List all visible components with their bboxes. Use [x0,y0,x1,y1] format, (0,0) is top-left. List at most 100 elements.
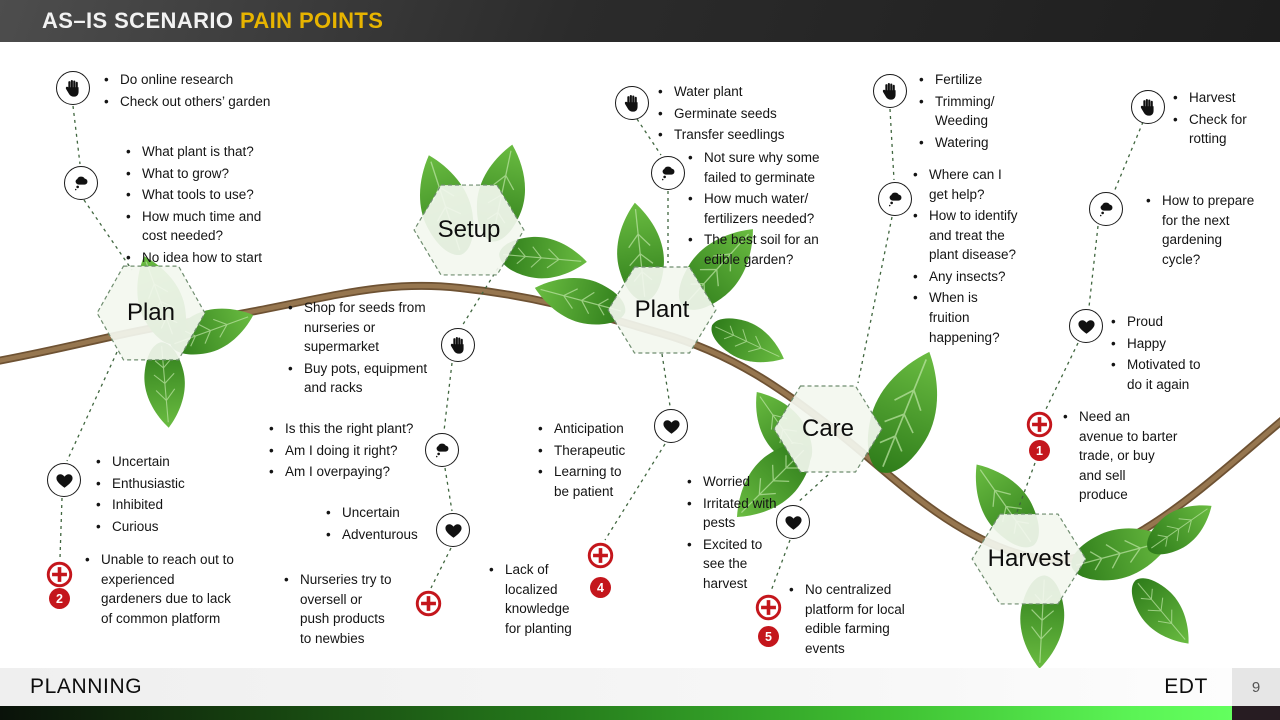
bullet-item: The best soil for an edible garden? [687,230,837,269]
plant-feelings-list: AnticipationTherapeuticLearning to be pa… [537,419,637,501]
care-pain-list: No centralized platform for local edible… [788,580,906,658]
thought-bubble-icon [425,433,459,467]
plan-thoughts-list: What plant is that?What to grow?What too… [125,142,277,267]
bullet-item: Watering [918,133,1010,153]
stage-hexagon-care: Care [773,385,883,473]
setup-actions-list: Shop for seeds from nurseries or superma… [287,298,447,398]
bullet-item: Germinate seeds [657,104,807,124]
setup-feelings: UncertainAdventurous [325,503,435,546]
bullet-item: Need an avenue to barter trade, or buy a… [1062,407,1178,505]
bullet-item: Therapeutic [537,441,637,461]
bullet-item: Curious [95,517,215,537]
slide-footer-bar: PLANNING EDT [0,668,1232,706]
setup-actions: Shop for seeds from nurseries or superma… [287,298,447,400]
thought-bubble-icon [878,182,912,216]
setup-feelings-list: UncertainAdventurous [325,503,435,544]
footer-brand: EDT [1164,675,1208,698]
pain-number-badge: 2 [49,588,70,609]
bullet-item: When is fruition happening? [912,288,1020,347]
setup-pain-list: Nurseries try to oversell or push produc… [283,570,395,648]
stage-label-plant: Plant [634,296,690,323]
bullet-item: Check out others’ garden [103,92,293,112]
harvest-pain: Need an avenue to barter trade, or buy a… [1062,407,1178,507]
heart-icon [1069,309,1103,343]
bullet-item: Shop for seeds from nurseries or superma… [287,298,447,357]
bullet-item: Fertilize [918,70,1010,90]
bullet-item: Inhibited [95,495,215,515]
plant-pain-list: Lack of localized knowledge for planting [488,560,580,638]
heart-icon [436,513,470,547]
harvest-thoughts: How to prepare for the next gardening cy… [1145,191,1261,271]
pain-number-badge: 4 [590,577,611,598]
plan-pain-list: Unable to reach out to experienced garde… [84,550,234,628]
bullet-item: What plant is that? [125,142,277,162]
bullet-item: Proud [1110,312,1212,332]
thought-bubble-icon [651,156,685,190]
bullet-item: How to prepare for the next gardening cy… [1145,191,1261,269]
hand-icon [1131,90,1165,124]
bullet-item: Anticipation [537,419,637,439]
plant-thoughts: Not sure why some failed to germinateHow… [687,148,837,271]
bullet-item: Excited to see the harvest [686,535,781,594]
footer-strip-dark-segment [1232,706,1280,720]
stage-label-plan: Plan [126,299,176,326]
harvest-thoughts-list: How to prepare for the next gardening cy… [1145,191,1261,269]
thought-bubble-icon [64,166,98,200]
setup-pain: Nurseries try to oversell or push produc… [283,570,395,650]
harvest-actions-list: HarvestCheck for rotting [1172,88,1254,149]
medical-cross-icon [415,590,442,617]
bullet-item: Enthusiastic [95,474,215,494]
bullet-item: Harvest [1172,88,1254,108]
care-thoughts-list: Where can I get help?How to identify and… [912,165,1020,347]
bullet-item: Uncertain [325,503,435,523]
hand-icon [615,86,649,120]
care-actions: FertilizeTrimming/ WeedingWatering [918,70,1010,154]
bullet-item: Lack of localized knowledge for planting [488,560,580,638]
bullet-item: Nurseries try to oversell or push produc… [283,570,395,648]
medical-cross-icon [46,561,73,588]
bullet-item: Water plant [657,82,807,102]
harvest-pain-list: Need an avenue to barter trade, or buy a… [1062,407,1178,505]
bullet-item: What to grow? [125,164,277,184]
pain-number-badge: 5 [758,626,779,647]
care-feelings-list: WorriedIrritated with pestsExcited to se… [686,472,781,593]
stage-hexagon-setup: Setup [413,184,525,276]
stage-hexagon-harvest: Harvest [971,513,1087,605]
bullet-item: No idea how to start [125,248,277,268]
stage-hexagon-plan: Plan [96,265,206,361]
slide-title-main: AS–IS SCENARIO [42,8,240,33]
plant-feelings: AnticipationTherapeuticLearning to be pa… [537,419,637,503]
footer-green-strip [0,706,1232,720]
setup-thoughts-list: Is this the right plant?Am I doing it ri… [268,419,428,482]
plant-actions: Water plantGerminate seedsTransfer seedl… [657,82,807,147]
heart-icon [654,409,688,443]
care-thoughts: Where can I get help?How to identify and… [912,165,1020,349]
page-number: 9 [1232,668,1280,706]
plan-actions: Do online researchCheck out others’ gard… [103,70,293,113]
bullet-item: Check for rotting [1172,110,1254,149]
medical-cross-icon [1026,411,1053,438]
plan-feelings-list: UncertainEnthusiasticInhibitedCurious [95,452,215,536]
bullet-item: Adventurous [325,525,435,545]
slide-header-bar: AS–IS SCENARIO PAIN POINTS [0,0,1280,42]
bullet-item: Uncertain [95,452,215,472]
plant-pain: Lack of localized knowledge for planting [488,560,580,640]
hand-icon [873,74,907,108]
bullet-item: Worried [686,472,781,492]
bullet-item: No centralized platform for local edible… [788,580,906,658]
medical-cross-icon [587,542,614,569]
thought-bubble-icon [1089,192,1123,226]
heart-icon [47,463,81,497]
plan-feelings: UncertainEnthusiasticInhibitedCurious [95,452,215,538]
setup-thoughts: Is this the right plant?Am I doing it ri… [268,419,428,484]
bullet-item: Motivated to do it again [1110,355,1212,394]
plan-pain: Unable to reach out to experienced garde… [84,550,234,630]
bullet-item: Transfer seedlings [657,125,807,145]
bullet-item: Learning to be patient [537,462,637,501]
bullet-item: Do online research [103,70,293,90]
hand-icon [56,71,90,105]
bullet-item: Not sure why some failed to germinate [687,148,837,187]
bullet-item: Is this the right plant? [268,419,428,439]
bullet-item: Irritated with pests [686,494,781,533]
